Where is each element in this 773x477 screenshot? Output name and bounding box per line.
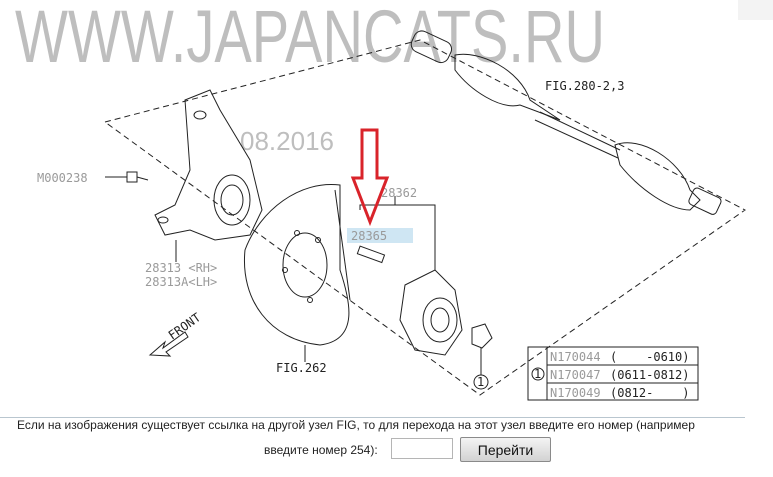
callout-circle [473, 374, 489, 390]
scrollbar-corner [738, 0, 773, 20]
parts-table [527, 346, 699, 401]
table-part-1[interactable]: N170044 [550, 350, 601, 364]
label-bolt[interactable]: M000238 [37, 171, 88, 185]
knuckle-bolt [105, 171, 149, 183]
parts-diagram[interactable]: WWW.JAPANCATS.RU 08.2016 [0, 0, 773, 410]
hub-bolt-highlight [347, 228, 413, 243]
table-part-2[interactable]: N170047 [550, 368, 601, 382]
fig-navigation-form: введите номер 254): Перейти [0, 437, 773, 463]
red-arrow-icon [350, 128, 390, 227]
divider [0, 417, 745, 418]
label-hub-bolt[interactable]: 28365 [351, 229, 387, 243]
watermark: WWW.JAPANCATS.RU [15, 0, 605, 78]
table-range-3: (0812- ) [610, 386, 689, 400]
callout-number: 1 [477, 375, 484, 389]
hub-bolt [356, 245, 386, 264]
fig-number-prompt: введите номер 254): [264, 443, 378, 457]
label-knuckle-rh[interactable]: 28313 <RH> [145, 261, 217, 275]
front-arrow [148, 331, 189, 357]
label-hub-assy[interactable]: 28362 [381, 186, 417, 200]
watermark-date: 08.2016 [240, 126, 334, 156]
table-range-1: ( -0610) [610, 350, 689, 364]
fig-number-input[interactable] [391, 438, 453, 459]
label-shaft-fig[interactable]: FIG.280-2,3 [545, 79, 624, 93]
assembly-outline [104, 39, 746, 396]
table-part-3[interactable]: N170049 [550, 386, 601, 400]
table-range-2: (0611-0812) [610, 368, 689, 382]
fig-navigation-info: Если на изображения существует ссылка на… [17, 418, 695, 432]
disc-cover [243, 183, 351, 346]
drive-shaft [410, 30, 722, 215]
label-knuckle-lh[interactable]: 28313A<LH> [145, 275, 217, 289]
go-button[interactable]: Перейти [460, 437, 551, 462]
axle-nut [471, 323, 493, 349]
label-front: FRONT [166, 310, 204, 342]
wheel-hub [399, 269, 463, 356]
steering-knuckle [154, 89, 263, 241]
table-callout-number: 1 [534, 367, 541, 381]
label-cover-fig[interactable]: FIG.262 [276, 361, 327, 375]
